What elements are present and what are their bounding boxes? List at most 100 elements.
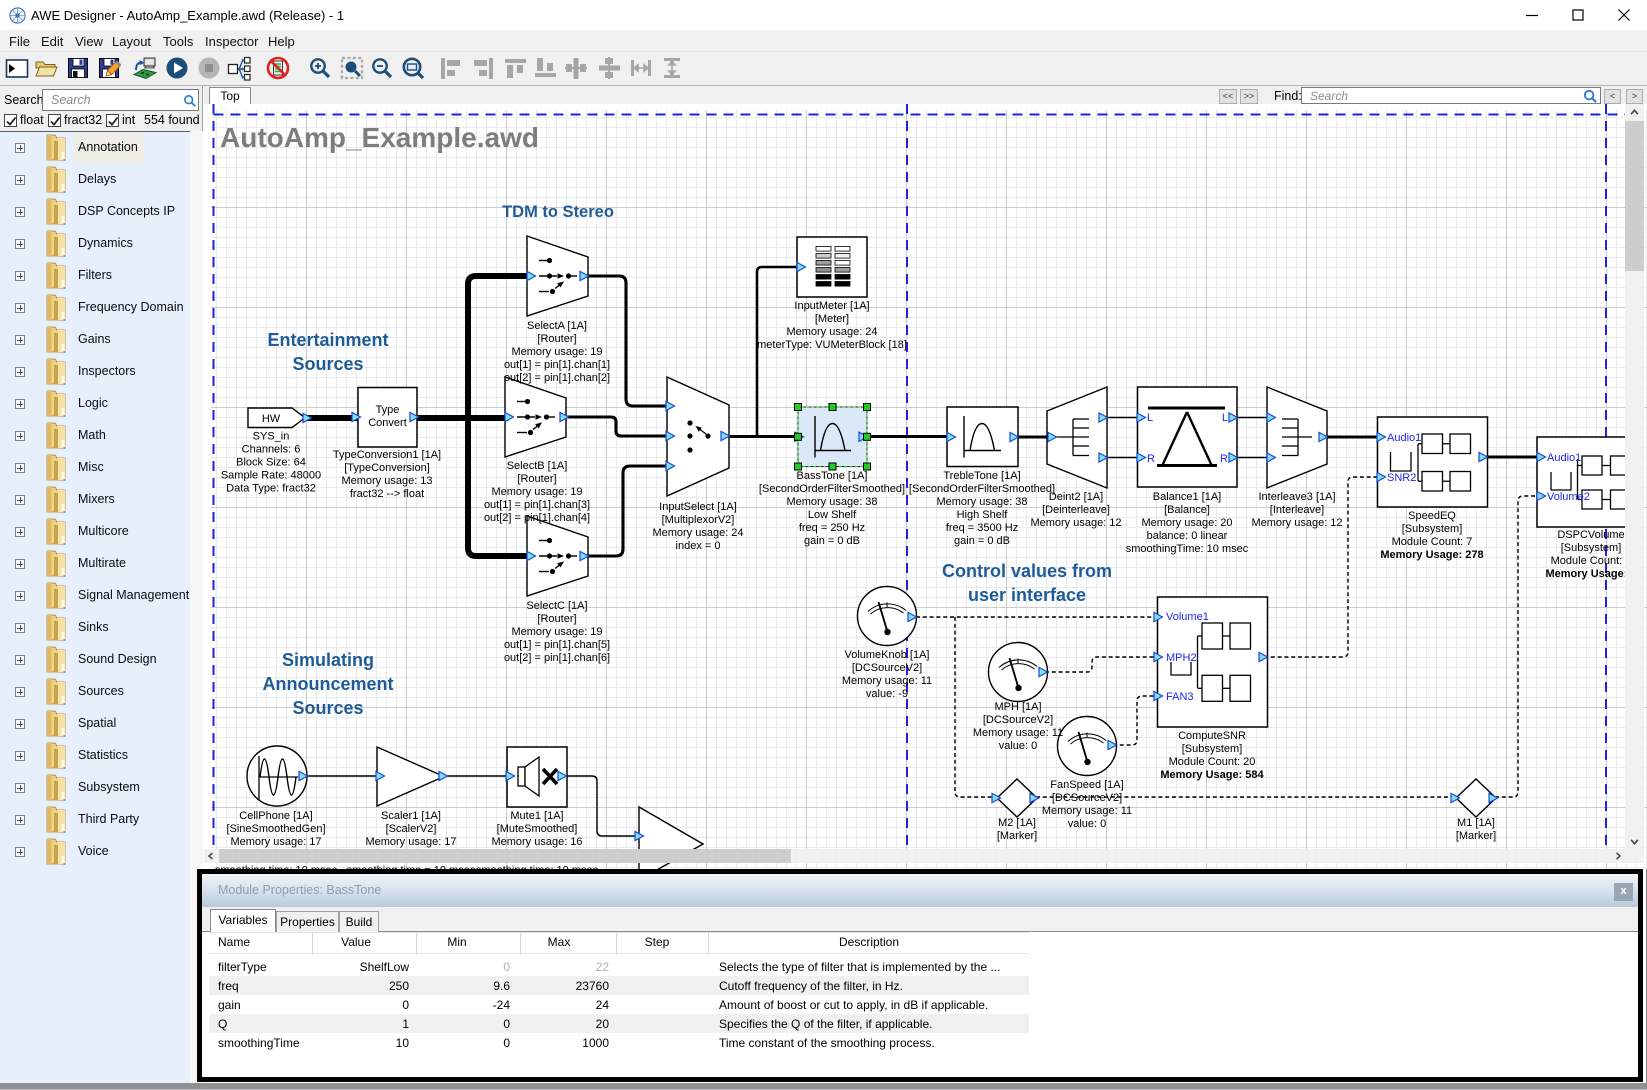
- svg-text:[DCSourceV2]: [DCSourceV2]: [852, 662, 922, 674]
- svg-text:M1 [1A]: M1 [1A]: [1457, 817, 1495, 829]
- svg-text:value: 0: value: 0: [1068, 818, 1107, 830]
- svg-text:[Router]: [Router]: [537, 613, 576, 625]
- svg-text:smoothingTime: 10 msec: smoothingTime: 10 msec: [1126, 543, 1249, 555]
- svg-text:out[1] = pin[1].chan[5]: out[1] = pin[1].chan[5]: [504, 639, 610, 651]
- svg-text:Memory usage: 38: Memory usage: 38: [786, 496, 877, 508]
- svg-text:value: -9: value: -9: [866, 688, 908, 700]
- svg-text:MPH [1A]: MPH [1A]: [994, 701, 1041, 713]
- svg-text:Module Count: 5: Module Count: 5: [1551, 555, 1632, 567]
- svg-text:Memory usage: 19: Memory usage: 19: [491, 486, 582, 498]
- svg-text:Low Shelf: Low Shelf: [808, 509, 857, 521]
- svg-text:Volume2: Volume2: [1547, 491, 1590, 503]
- svg-text:Convert: Convert: [368, 417, 407, 429]
- svg-text:InputMeter [1A]: InputMeter [1A]: [794, 300, 869, 312]
- svg-text:DSPCVolume: DSPCVolume: [1557, 529, 1624, 541]
- svg-text:out[2] = pin[1].chan[6]: out[2] = pin[1].chan[6]: [504, 652, 610, 664]
- svg-text:SYS_in: SYS_in: [253, 431, 290, 443]
- svg-text:ComputeSNR: ComputeSNR: [1178, 730, 1246, 742]
- svg-text:[MultiplexorV2]: [MultiplexorV2]: [662, 514, 735, 526]
- svg-text:[Subsystem]: [Subsystem]: [1561, 542, 1622, 554]
- svg-text:[SineSmoothedGen]: [SineSmoothedGen]: [226, 823, 325, 835]
- svg-text:FAN3: FAN3: [1166, 691, 1194, 703]
- svg-text:Memory usage: 24: Memory usage: 24: [652, 527, 743, 539]
- svg-text:BassTone [1A]: BassTone [1A]: [797, 470, 868, 482]
- svg-text:[SecondOrderFilterSmoothed]: [SecondOrderFilterSmoothed]: [759, 483, 905, 495]
- svg-text:Memory usage: 12: Memory usage: 12: [1030, 517, 1121, 529]
- svg-text:freq = 250 Hz: freq = 250 Hz: [799, 522, 865, 534]
- svg-text:Memory usage: 19: Memory usage: 19: [511, 626, 602, 638]
- svg-text:[Marker]: [Marker]: [997, 830, 1037, 842]
- svg-text:[DCSourceV2]: [DCSourceV2]: [983, 714, 1053, 726]
- svg-text:[SecondOrderFilterSmoothed]: [SecondOrderFilterSmoothed]: [909, 483, 1055, 495]
- svg-text:Sources: Sources: [292, 698, 363, 718]
- svg-text:High Shelf: High Shelf: [957, 509, 1009, 521]
- svg-text:Channels: 6: Channels: 6: [242, 444, 301, 456]
- svg-text:freq = 3500 Hz: freq = 3500 Hz: [946, 522, 1018, 534]
- svg-text:InputSelect [1A]: InputSelect [1A]: [659, 501, 737, 513]
- svg-text:smoothing time: 10 msec: smoothing time: 10 msec: [476, 865, 599, 870]
- svg-text:Scaler1 [1A]: Scaler1 [1A]: [381, 810, 441, 822]
- svg-text:Mute1 [1A]: Mute1 [1A]: [510, 810, 563, 822]
- svg-text:value: 0: value: 0: [999, 740, 1038, 752]
- svg-text:Memory usage: 38: Memory usage: 38: [936, 496, 1027, 508]
- svg-text:MPH2: MPH2: [1166, 652, 1197, 664]
- svg-text:[Deinterleave]: [Deinterleave]: [1042, 504, 1110, 516]
- svg-text:[Meter]: [Meter]: [815, 313, 849, 325]
- svg-text:Audio1: Audio1: [1547, 452, 1581, 464]
- svg-text:Memory usage: 11: Memory usage: 11: [1042, 805, 1132, 817]
- svg-text:Volume1: Volume1: [1166, 611, 1209, 623]
- svg-text:meterType: VUMeterBlock [18]: meterType: VUMeterBlock [18]: [757, 339, 907, 351]
- svg-text:Memory usage: 16: Memory usage: 16: [491, 836, 582, 848]
- svg-text:[MuteSmoothed]: [MuteSmoothed]: [497, 823, 578, 835]
- svg-text:gain = 0 dB: gain = 0 dB: [804, 535, 860, 547]
- svg-text:Memory usage: 17: Memory usage: 17: [365, 836, 456, 848]
- svg-text:user interface: user interface: [968, 585, 1086, 605]
- svg-text:SelectC [1A]: SelectC [1A]: [526, 600, 587, 612]
- svg-text:smoothing time: 10 msec: smoothing time: 10 msec: [215, 865, 338, 870]
- svg-text:Announcement: Announcement: [262, 674, 393, 694]
- svg-text:TDM to Stereo: TDM to Stereo: [502, 203, 614, 221]
- svg-text:SpeedEQ: SpeedEQ: [1408, 510, 1456, 522]
- svg-text:L: L: [1147, 412, 1153, 424]
- svg-text:out[1] = pin[1].chan[3]: out[1] = pin[1].chan[3]: [484, 499, 590, 511]
- svg-text:CellPhone [1A]: CellPhone [1A]: [239, 810, 312, 822]
- svg-text:out[2] = pin[1].chan[2]: out[2] = pin[1].chan[2]: [504, 372, 610, 384]
- svg-text:fract32 --> float: fract32 --> float: [350, 488, 424, 500]
- svg-text:[ScalerV2]: [ScalerV2]: [386, 823, 437, 835]
- svg-text:Memory usage: 20: Memory usage: 20: [1141, 517, 1232, 529]
- svg-text:[Router]: [Router]: [537, 333, 576, 345]
- svg-text:Memory usage: 17: Memory usage: 17: [230, 836, 321, 848]
- svg-text:[Balance]: [Balance]: [1164, 504, 1210, 516]
- svg-text:Sample Rate: 48000: Sample Rate: 48000: [221, 470, 321, 482]
- svg-text:out[2] = pin[1].chan[4]: out[2] = pin[1].chan[4]: [484, 512, 590, 524]
- svg-text:Memory usage: 13: Memory usage: 13: [341, 475, 432, 487]
- svg-text:Audio1: Audio1: [1387, 432, 1421, 444]
- svg-text:VolumeKnob [1A]: VolumeKnob [1A]: [844, 649, 929, 661]
- svg-text:HW: HW: [262, 413, 281, 425]
- svg-text:[Marker]: [Marker]: [1456, 830, 1496, 842]
- svg-text:SelectB [1A]: SelectB [1A]: [507, 460, 568, 472]
- svg-text:index = 0: index = 0: [676, 540, 721, 552]
- svg-text:out[1] = pin[1].chan[1]: out[1] = pin[1].chan[1]: [504, 359, 610, 371]
- svg-text:[Subsystem]: [Subsystem]: [1182, 743, 1243, 755]
- svg-text:SelectA [1A]: SelectA [1A]: [527, 320, 587, 332]
- svg-text:Memory usage: 24: Memory usage: 24: [786, 326, 877, 338]
- svg-text:Simulating: Simulating: [282, 650, 374, 670]
- svg-text:Memory usage: 12: Memory usage: 12: [1251, 517, 1342, 529]
- svg-text:AutoAmp_Example.awd: AutoAmp_Example.awd: [220, 122, 539, 153]
- svg-text:M2 [1A]: M2 [1A]: [998, 817, 1036, 829]
- svg-text:FanSpeed [1A]: FanSpeed [1A]: [1050, 779, 1123, 791]
- svg-text:SNR2: SNR2: [1387, 472, 1416, 484]
- svg-text:gain = 0 dB: gain = 0 dB: [954, 535, 1010, 547]
- svg-text:Balance1 [1A]: Balance1 [1A]: [1153, 491, 1222, 503]
- svg-text:Memory Usage: 5: Memory Usage: 5: [1545, 568, 1636, 580]
- svg-text:Memory usage: 11: Memory usage: 11: [842, 675, 932, 687]
- svg-text:Type: Type: [376, 404, 400, 416]
- svg-text:L: L: [1222, 412, 1228, 424]
- svg-text:Interleave3 [1A]: Interleave3 [1A]: [1258, 491, 1335, 503]
- svg-text:Module Count: 20: Module Count: 20: [1169, 756, 1256, 768]
- svg-text:Memory usage: 11: Memory usage: 11: [973, 727, 1063, 739]
- svg-text:[Router]: [Router]: [517, 473, 556, 485]
- svg-text:TypeConversion1 [1A]: TypeConversion1 [1A]: [333, 449, 441, 461]
- svg-text:Sources: Sources: [292, 354, 363, 374]
